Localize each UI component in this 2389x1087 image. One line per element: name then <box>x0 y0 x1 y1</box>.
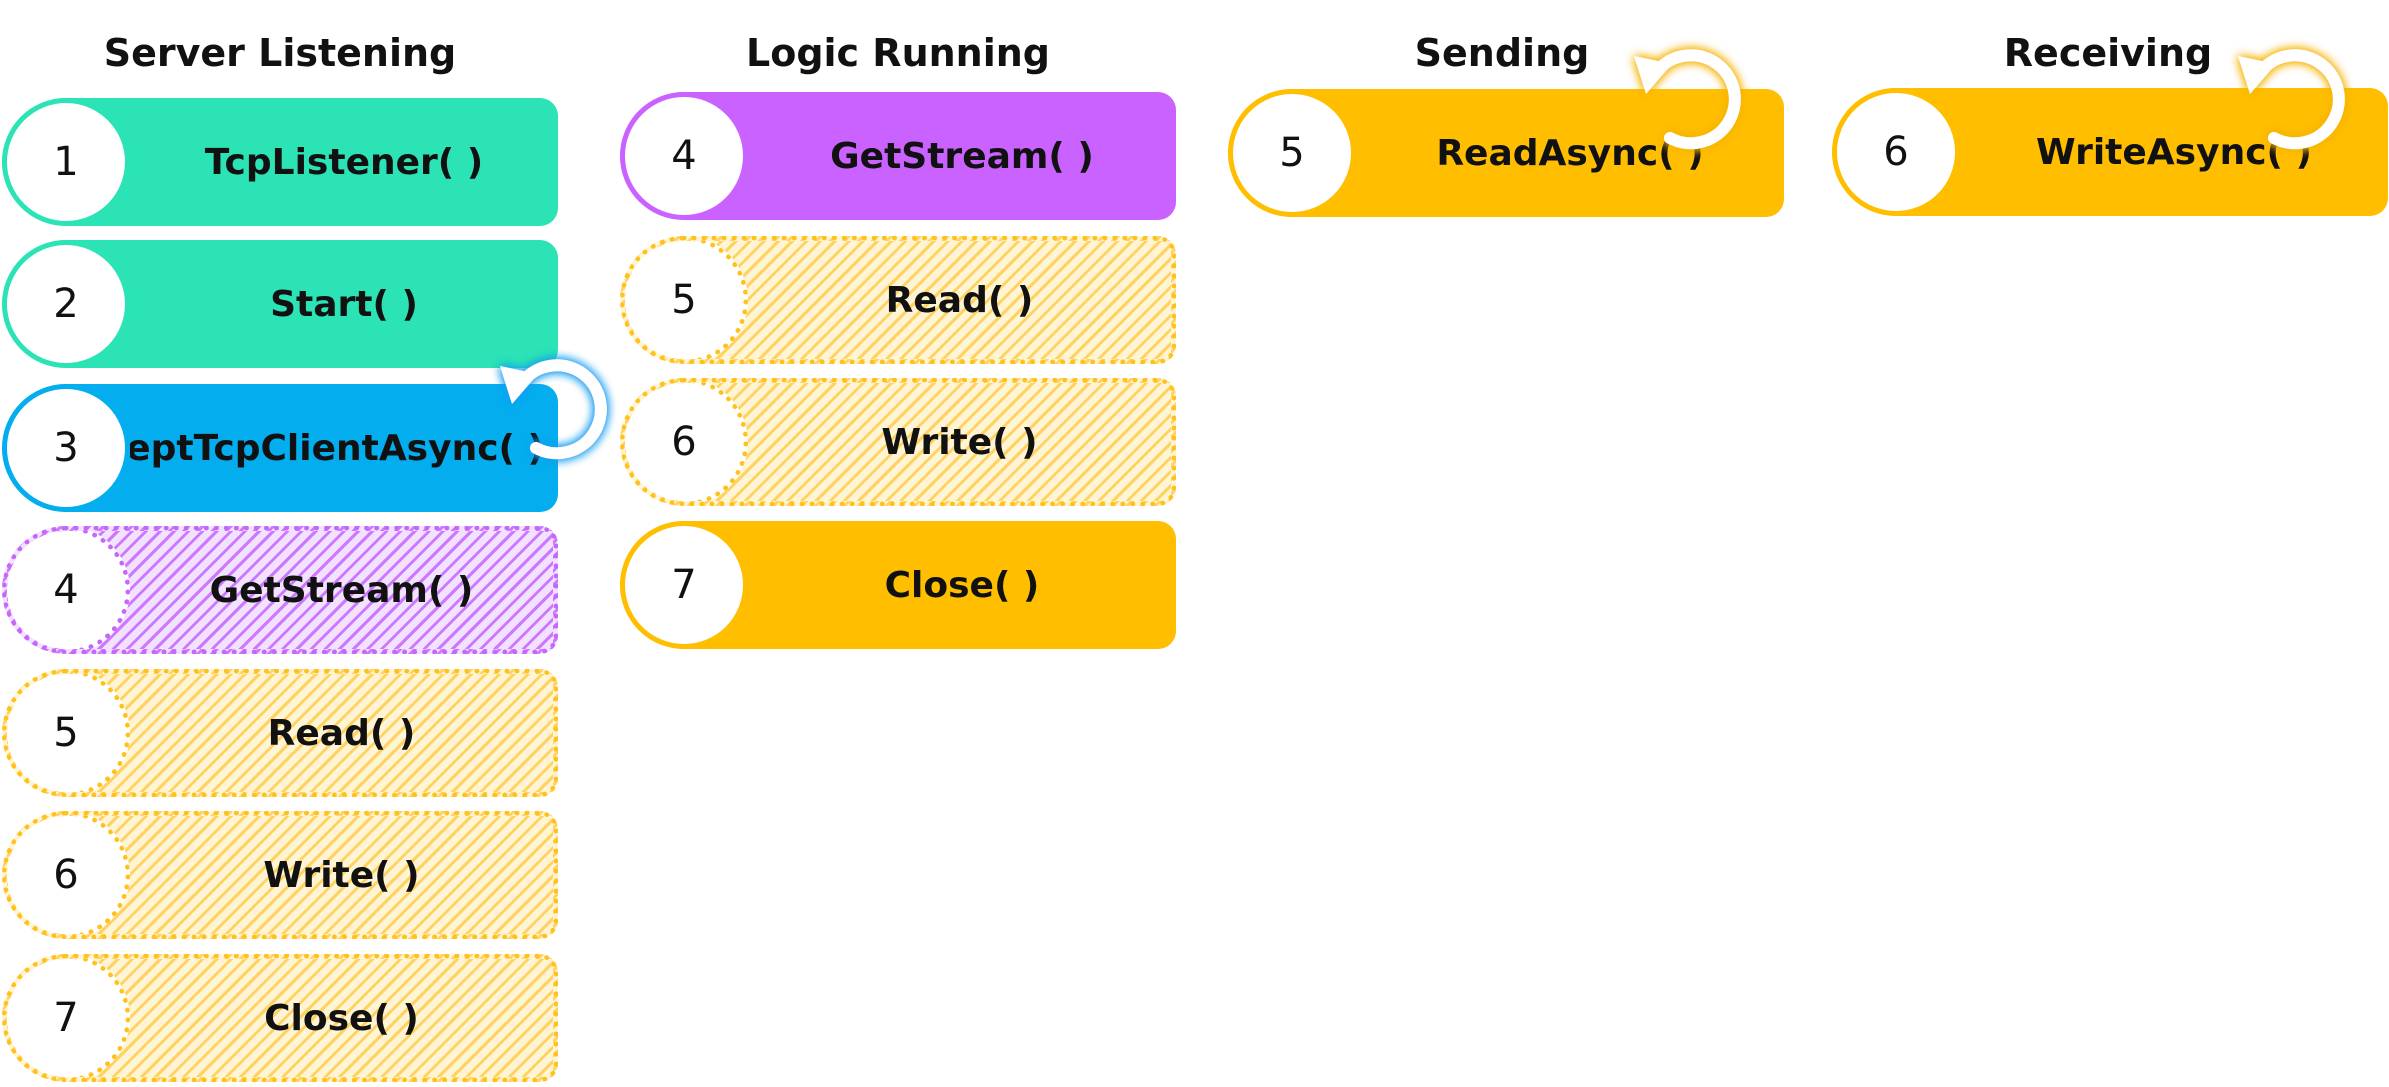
step-close: 7 Close( ) <box>620 521 1176 649</box>
column-title-receiving: Receiving <box>2003 31 2213 75</box>
step-number: 5 <box>625 241 748 359</box>
step-readasync: 5 ReadAsync( ) <box>1228 89 1784 217</box>
step-getstream-pending: 4 GetStream( ) <box>2 526 558 654</box>
step-number: 7 <box>7 959 130 1077</box>
step-getstream: 4 GetStream( ) <box>620 92 1176 220</box>
step-label: Read( ) <box>885 279 1034 321</box>
step-label: ccceptTcpClientAsync( ) <box>130 427 544 469</box>
step-number: 4 <box>7 531 130 649</box>
step-number: 6 <box>7 816 130 934</box>
step-number: 6 <box>1832 88 1960 216</box>
step-close-pending: 7 Close( ) <box>2 954 558 1082</box>
step-label: ReadAsync( ) <box>1436 132 1704 174</box>
step-label: Write( ) <box>881 421 1038 463</box>
step-label: GetStream( ) <box>830 135 1094 177</box>
column-title-logic-running: Logic Running <box>746 31 1050 75</box>
step-accept-tcp-client-async: 3 ccceptTcpClientAsync( ) <box>2 384 558 512</box>
step-label: Write( ) <box>263 854 420 896</box>
step-start: 2 Start( ) <box>2 240 558 368</box>
column-title-sending: Sending <box>1414 31 1590 75</box>
step-tcplistener: 1 TcpListener( ) <box>2 98 558 226</box>
step-number: 7 <box>620 521 748 649</box>
circular-arrow-icon <box>500 359 607 460</box>
step-number: 3 <box>2 384 130 512</box>
circular-arrow-icon <box>1634 49 1741 150</box>
step-label: Close( ) <box>884 564 1040 606</box>
step-number: 2 <box>2 240 130 368</box>
step-write-pending: 6 Write( ) <box>620 378 1176 506</box>
step-number: 1 <box>2 98 130 226</box>
column-title-server-listening: Server Listening <box>103 31 457 75</box>
step-label: Read( ) <box>267 712 416 754</box>
step-number: 6 <box>625 383 748 501</box>
step-label: WriteAsync( ) <box>2036 131 2312 173</box>
step-number: 5 <box>7 674 130 792</box>
step-label: Close( ) <box>264 997 419 1039</box>
step-writeasync: 6 WriteAsync( ) <box>1832 88 2388 216</box>
step-read-pending: 5 Read( ) <box>620 236 1176 364</box>
step-label: Start( ) <box>270 283 418 325</box>
step-label: TcpListener( ) <box>204 141 484 183</box>
step-read-pending: 5 Read( ) <box>2 669 558 797</box>
step-number: 5 <box>1228 89 1356 217</box>
step-label: GetStream( ) <box>209 569 474 611</box>
step-number: 4 <box>620 92 748 220</box>
step-write-pending: 6 Write( ) <box>2 811 558 939</box>
circular-arrow-icon <box>2238 49 2345 150</box>
